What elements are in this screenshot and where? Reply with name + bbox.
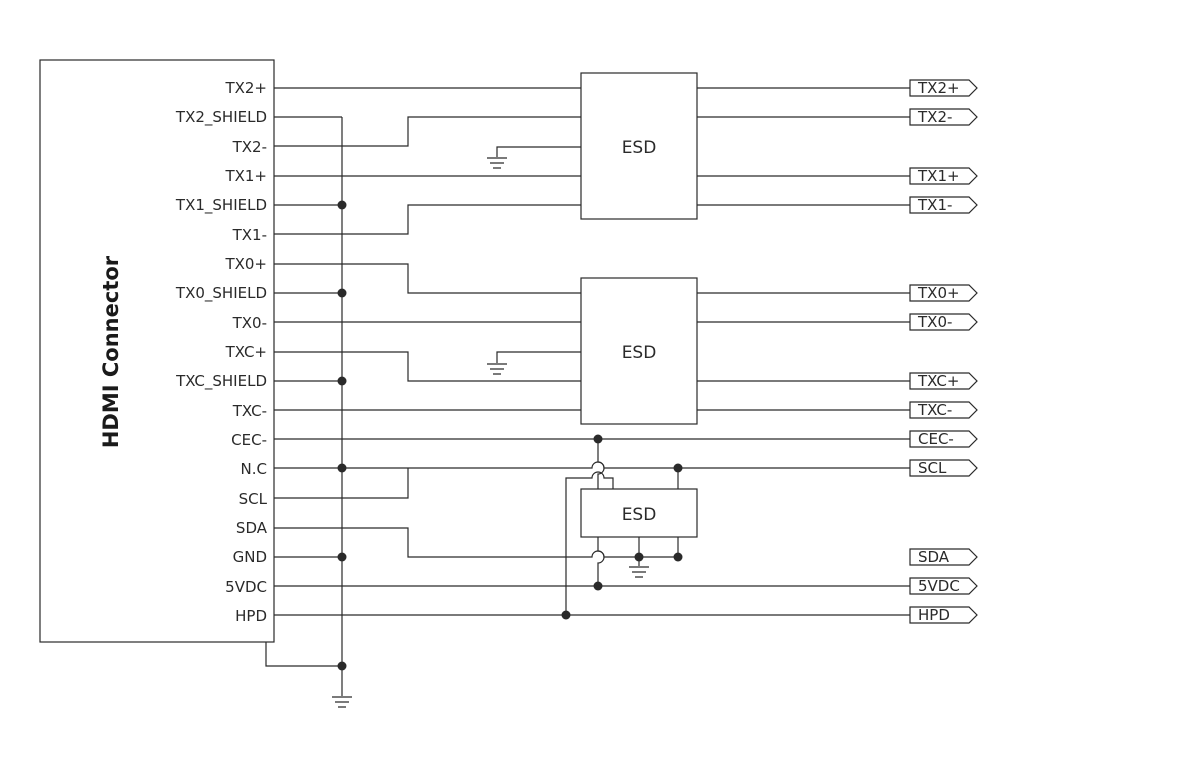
esd-block-3-wiring (274, 434, 910, 620)
pin-label-scl: SCL (239, 490, 268, 508)
pin-label-tx2-shield: TX2_SHIELD (175, 108, 267, 127)
output-port-txcn: TXC- (909, 401, 978, 419)
hdmi-connector-body (39, 59, 275, 643)
pin-label-tx1n: TX1- (232, 226, 267, 244)
output-port-sda: SDA (909, 548, 978, 566)
pin-label-txcn: TXC- (232, 402, 267, 420)
output-port-tx0p: TX0+ (909, 284, 978, 302)
output-label-cec: CEC- (918, 430, 954, 448)
pin-label-tx2n: TX2- (232, 138, 267, 156)
esd-block-3-label: ESD (622, 505, 657, 525)
esd-block-2-wiring (274, 263, 910, 411)
pin-label-txc-shield: TXC_SHIELD (175, 372, 267, 391)
output-port-tx1n: TX1- (909, 196, 978, 214)
output-port-hpd: HPD (909, 606, 978, 624)
ground-symbol-main (332, 696, 352, 708)
pin-label-gnd: GND (233, 548, 267, 566)
esd-block-2 (580, 277, 698, 425)
connector-title: HDMI Connector (99, 255, 123, 448)
output-port-cec: CEC- (909, 430, 978, 448)
output-label-5vdc: 5VDC (918, 577, 960, 595)
output-label-tx1p: TX1+ (917, 167, 960, 185)
output-label-tx2n: TX2- (917, 108, 952, 126)
output-label-tx1n: TX1- (917, 196, 952, 214)
pin-label-tx0-shield: TX0_SHIELD (175, 284, 267, 303)
pin-label-tx1p: TX1+ (224, 167, 267, 185)
pin-label-tx0p: TX0+ (224, 255, 267, 273)
output-label-scl: SCL (918, 459, 947, 477)
esd-block-1-label: ESD (622, 138, 657, 158)
output-label-sda: SDA (918, 548, 950, 566)
output-port-tx2p: TX2+ (909, 79, 978, 97)
output-port-tx1p: TX1+ (909, 167, 978, 185)
output-label-tx0n: TX0- (917, 313, 952, 331)
pin-label-sda: SDA (236, 519, 268, 537)
pin-label-nc: N.C (241, 460, 267, 478)
pin-label-tx2p: TX2+ (224, 79, 267, 97)
output-port-tx0n: TX0- (909, 313, 978, 331)
pin-label-5vdc: 5VDC (225, 578, 267, 596)
output-label-txcp: TXC+ (917, 372, 959, 390)
output-port-5vdc: 5VDC (909, 577, 978, 595)
esd-block-1 (580, 72, 698, 220)
pin-label-txcp: TXC+ (225, 343, 267, 361)
ground-bus (265, 116, 347, 696)
output-ports: TX2+ TX2- TX1+ TX1- TX0+ TX0- TXC+ TXC- (909, 79, 978, 624)
output-label-tx0p: TX0+ (917, 284, 960, 302)
power-hpd-wiring (274, 581, 910, 616)
output-label-txcn: TXC- (917, 401, 952, 419)
output-port-txcp: TXC+ (909, 372, 978, 390)
output-label-hpd: HPD (918, 606, 950, 624)
output-port-scl: SCL (909, 459, 978, 477)
esd-block-2-label: ESD (622, 343, 657, 363)
esd-block-1-wiring (274, 87, 910, 235)
output-label-tx2p: TX2+ (917, 79, 960, 97)
pin-label-tx0n: TX0- (232, 314, 267, 332)
pin-label-cec: CEC- (231, 431, 267, 449)
output-port-tx2n: TX2- (909, 108, 978, 126)
pin-label-hpd: HPD (235, 607, 267, 625)
pin-labels: TX2+ TX2_SHIELD TX2- TX1+ TX1_SHIELD TX1… (175, 79, 268, 625)
pin-label-tx1-shield: TX1_SHIELD (175, 196, 267, 215)
